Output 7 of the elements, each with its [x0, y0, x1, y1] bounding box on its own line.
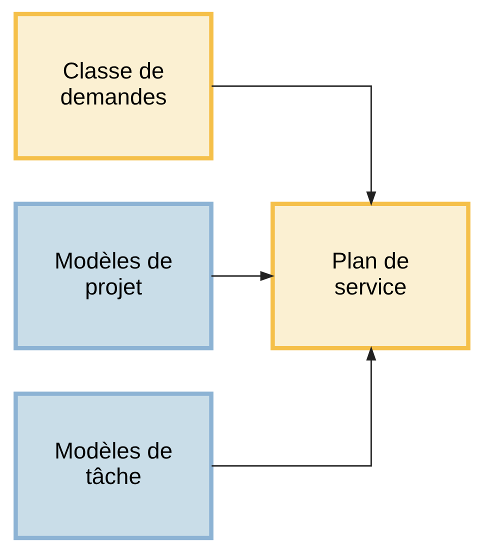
arrow	[210, 271, 274, 281]
node-box: Modèles de projet	[13, 202, 213, 350]
node-box: Plan de service	[270, 202, 470, 350]
node-box: Classe de demandes	[13, 12, 213, 160]
arrow	[211, 346, 376, 467]
arrow	[211, 85, 376, 206]
node-box: Modèles de tâche	[13, 392, 213, 540]
